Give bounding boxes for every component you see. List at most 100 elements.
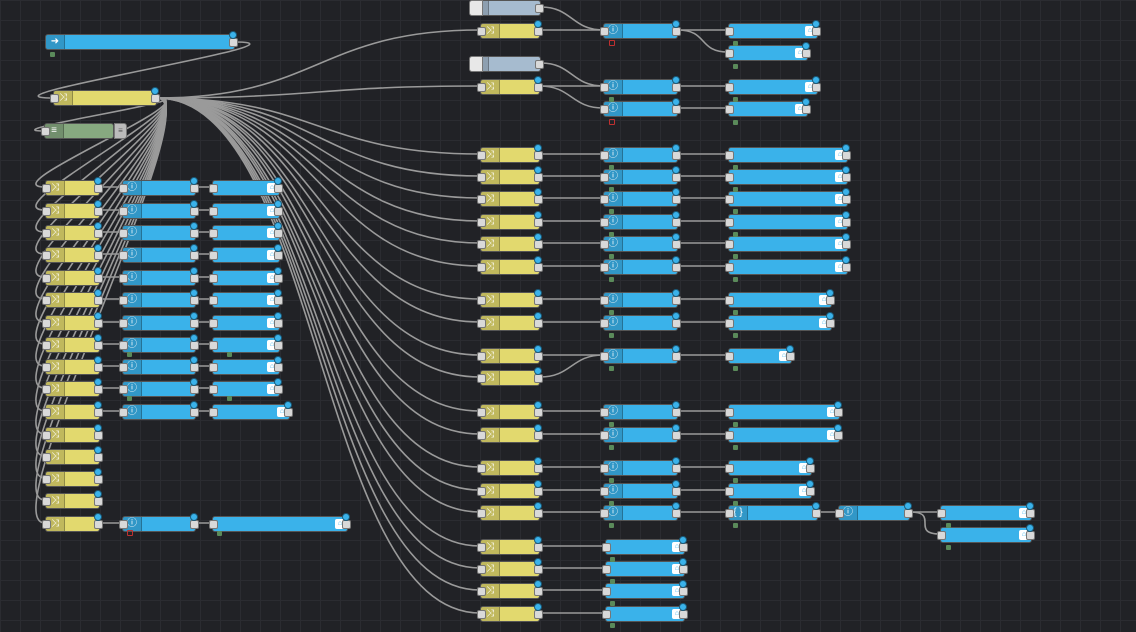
current-state-node[interactable]: ⓘ (119, 200, 199, 219)
service-node[interactable]: ⌂ (209, 200, 283, 219)
current-state-node[interactable]: ⓘ (119, 267, 199, 286)
output-port[interactable] (94, 251, 103, 260)
output-port[interactable] (802, 49, 811, 58)
output-port[interactable] (534, 173, 543, 182)
input-port[interactable] (600, 27, 609, 36)
service-node[interactable]: ⌂ (725, 166, 851, 185)
input-port[interactable] (42, 274, 51, 283)
output-port[interactable] (94, 431, 103, 440)
output-port[interactable] (534, 195, 543, 204)
output-port[interactable] (534, 431, 543, 440)
input-port[interactable] (725, 218, 734, 227)
output-port[interactable] (94, 296, 103, 305)
output-port[interactable] (94, 229, 103, 238)
service-node[interactable]: ⌂ (725, 20, 821, 39)
output-port[interactable] (834, 431, 843, 440)
service-node[interactable]: ⌂ (725, 76, 821, 95)
input-port[interactable] (42, 431, 51, 440)
switch-node-3[interactable]: ⤨ (42, 222, 103, 241)
switch-node-input[interactable]: ⤨ (42, 446, 103, 465)
current-state-node[interactable]: ⓘ (119, 289, 199, 308)
switch-node-yellow[interactable]: ⤨ (477, 580, 543, 599)
output-port[interactable] (672, 319, 681, 328)
inject-node-test[interactable] (469, 0, 544, 16)
input-port[interactable] (119, 207, 128, 216)
input-port[interactable] (477, 374, 486, 383)
input-port[interactable] (602, 610, 611, 619)
input-port[interactable] (477, 543, 486, 552)
input-port[interactable] (119, 408, 128, 417)
input-port[interactable] (477, 408, 486, 417)
output-port[interactable] (94, 207, 103, 216)
output-port[interactable] (190, 207, 199, 216)
input-port[interactable] (725, 173, 734, 182)
output-port[interactable] (535, 60, 544, 69)
output-port[interactable] (94, 363, 103, 372)
input-port[interactable] (600, 83, 609, 92)
output-port[interactable] (534, 263, 543, 272)
output-port[interactable] (672, 296, 681, 305)
service-node[interactable]: ⌂ (602, 558, 688, 577)
output-port[interactable] (94, 385, 103, 394)
service-node[interactable]: ⌂ (725, 480, 815, 499)
output-port[interactable] (190, 251, 199, 260)
output-port[interactable] (679, 587, 688, 596)
output-port[interactable] (842, 263, 851, 272)
output-port[interactable] (534, 27, 543, 36)
input-port[interactable] (119, 184, 128, 193)
output-port[interactable] (94, 184, 103, 193)
switch-node-ch-up[interactable]: ⤨ (477, 401, 543, 420)
switch-node-right[interactable]: ⤨ (477, 211, 543, 230)
switch-node-ttx[interactable]: ⤨ (42, 424, 103, 443)
input-port[interactable] (477, 27, 486, 36)
input-port[interactable] (477, 509, 486, 518)
switch-node-red[interactable]: ⤨ (477, 536, 543, 555)
output-port[interactable] (534, 352, 543, 361)
output-port[interactable] (672, 173, 681, 182)
output-port[interactable] (802, 105, 811, 114)
output-port[interactable] (274, 207, 283, 216)
service-node[interactable]: ⌂ (209, 177, 283, 196)
input-port[interactable] (209, 385, 218, 394)
input-port[interactable] (477, 218, 486, 227)
input-port[interactable] (725, 352, 734, 361)
input-port[interactable] (477, 319, 486, 328)
output-port[interactable] (672, 464, 681, 473)
input-port[interactable] (209, 296, 218, 305)
current-state-node[interactable]: ⓘ (119, 244, 199, 263)
switch-node-ch-dwn[interactable]: ⤨ (477, 424, 543, 443)
input-port[interactable] (477, 610, 486, 619)
service-node[interactable]: ⌂ (209, 244, 283, 263)
switch-node-ok[interactable]: ⤨ (477, 233, 543, 252)
input-port[interactable] (119, 296, 128, 305)
switch-node-7[interactable]: ⤨ (42, 312, 103, 331)
service-node[interactable]: ⌂ (725, 144, 851, 163)
output-port[interactable] (812, 27, 821, 36)
output-port[interactable] (534, 587, 543, 596)
output-port[interactable] (806, 487, 815, 496)
switch-node-exit[interactable]: ⤨ (477, 367, 543, 386)
service-node[interactable]: ⌂ (209, 356, 283, 375)
service-node[interactable]: ⌂ (209, 222, 283, 241)
switch-node-6[interactable]: ⤨ (42, 289, 103, 308)
current-state-node[interactable]: ⓘ (600, 289, 681, 308)
output-port[interactable] (534, 319, 543, 328)
input-port[interactable] (42, 497, 51, 506)
input-port[interactable] (42, 385, 51, 394)
input-port[interactable] (477, 263, 486, 272)
input-port[interactable] (600, 352, 609, 361)
output-port[interactable] (679, 543, 688, 552)
output-port[interactable] (274, 341, 283, 350)
output-port[interactable] (826, 319, 835, 328)
input-port[interactable] (725, 296, 734, 305)
output-port[interactable] (190, 385, 199, 394)
output-port[interactable] (534, 296, 543, 305)
output-port[interactable] (190, 319, 199, 328)
service-node[interactable]: ⌂ (602, 603, 688, 622)
switch-node-mute[interactable]: ⤨ (477, 502, 543, 521)
current-state-node[interactable]: ⓘ (600, 502, 681, 521)
output-port[interactable] (190, 341, 199, 350)
output-port[interactable] (534, 374, 543, 383)
service-node[interactable]: ⌂ (209, 289, 283, 308)
input-port[interactable] (42, 408, 51, 417)
